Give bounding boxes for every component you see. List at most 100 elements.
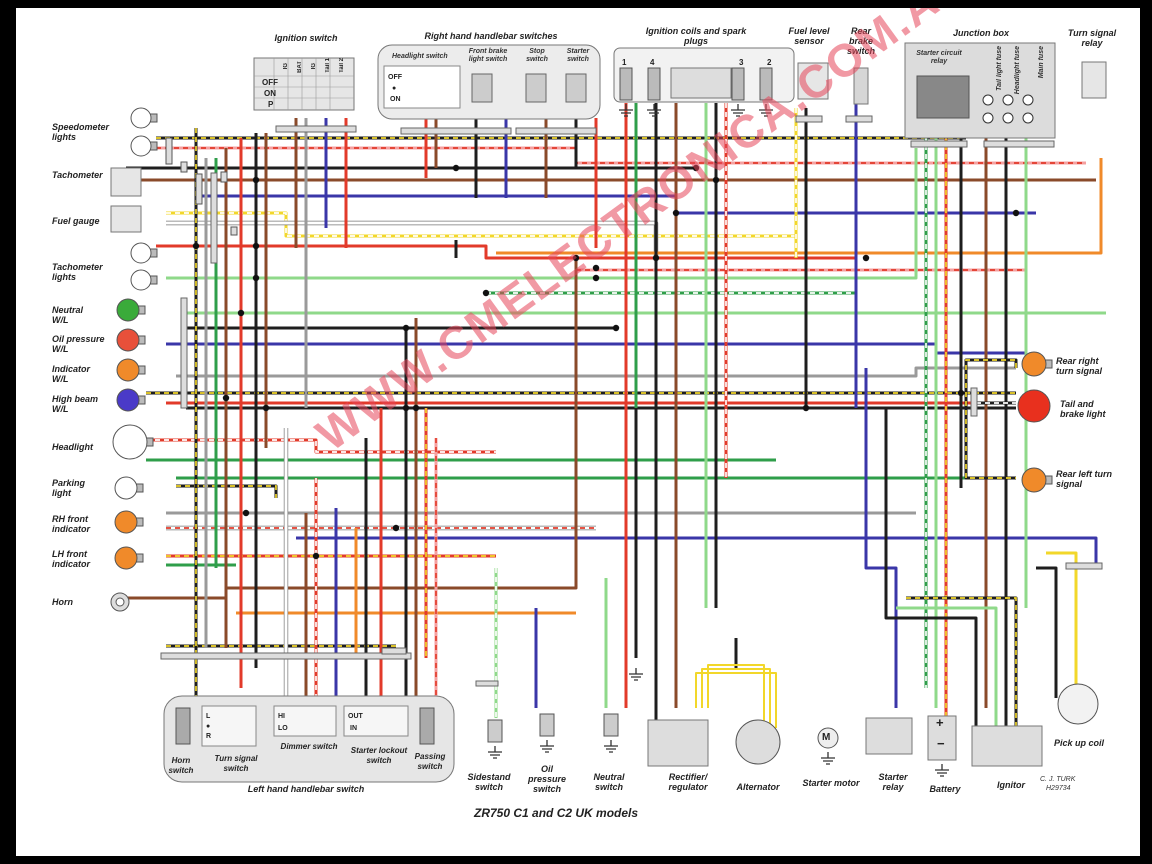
ignition-col-tail2: Tail 2 (339, 58, 345, 73)
ground-symbol (731, 104, 745, 117)
connector-small-1 (180, 161, 188, 173)
ignition-state-p: P (268, 100, 274, 109)
label-headlight: Headlight (52, 442, 94, 452)
coil-number-3: 3 (739, 58, 744, 67)
high-beam-bulb (116, 388, 140, 412)
junction-dot (242, 509, 250, 517)
junction-dot (402, 324, 410, 332)
label-tachometer-lights: Tachometer lights (52, 262, 103, 282)
junction-dot (452, 164, 460, 172)
label-sidestand-switch: Sidestand switch (467, 772, 511, 792)
label-oil-pressure-wl: Oil pressure W/L (52, 334, 105, 354)
ignition-state-on: ON (264, 89, 276, 98)
battery-plus: + (936, 715, 944, 730)
wire-lgreen-top (166, 148, 918, 280)
front-brake-switch-body (471, 73, 493, 103)
connector-small-0 (165, 137, 173, 165)
label-horn-switch: Horn switch (168, 756, 194, 775)
turn-signal-switch-grid (201, 705, 257, 747)
connector-small-2 (195, 173, 203, 205)
ignition-col-tail1: Tail 1 (325, 58, 331, 73)
indicator-bulb (116, 358, 140, 382)
rear-left-turn-bulb (1021, 467, 1047, 493)
tail-brake-bulb (1017, 389, 1051, 423)
label-dimmer-switch: Dimmer switch (280, 742, 338, 751)
coil-number-2: 2 (767, 58, 772, 67)
turn-state-mid: ● (206, 723, 211, 730)
ignition-col-ig1: IG (283, 63, 289, 70)
left-vertical-connector (180, 297, 188, 409)
junction-dot (652, 254, 660, 262)
junction-dot (592, 264, 600, 272)
label-starter-lockout-switch: Starter lockout switch (350, 746, 408, 765)
turn-signal-relay-box (1081, 61, 1107, 99)
fuse-terminal-1 (1002, 94, 1014, 106)
junction-dot (222, 394, 230, 402)
label-rear-right-turn: Rear right turn signal (1056, 356, 1103, 376)
connector-small-4 (230, 226, 238, 236)
wire-red-mid (156, 244, 856, 260)
lockout-state-in: IN (350, 725, 357, 732)
ignition-connector (275, 125, 357, 133)
label-high-beam-wl: High beam W/L (52, 394, 99, 414)
wiring-svg (110, 42, 1107, 783)
coil-number-4: 4 (650, 58, 655, 67)
wire-red-white-head (146, 438, 496, 454)
headlight-fuse-label: Headlight fuse (1014, 46, 1021, 95)
label-horn: Horn (52, 597, 73, 607)
label-rectifier-regulator: Rectifier/ regulator (668, 772, 708, 792)
connector-small-3 (220, 171, 228, 183)
wire-rear-turn-link (964, 358, 1018, 480)
wire-orange-relay (496, 158, 1103, 255)
stop-switch-label: Stop switch (526, 48, 548, 63)
front-brake-switch-label: Front brake light switch (468, 48, 508, 63)
motor-symbol: M (822, 732, 831, 743)
label-indicator-wl: Indicator W/L (52, 364, 91, 384)
ground-symbol (647, 104, 661, 117)
ground-symbol (821, 752, 835, 765)
passing-switch-body (419, 707, 435, 745)
left-vertical-connector-b (210, 172, 218, 264)
stop-switch-body (525, 73, 547, 103)
ground-symbol (759, 104, 773, 117)
starter-relay-box (865, 717, 913, 755)
pickup-connector (1065, 562, 1103, 570)
junction-connector-b (983, 140, 1055, 148)
wire-by-ign-stripe (906, 597, 1017, 728)
main-fuse-label: Main fuse (1038, 46, 1045, 79)
rear-brake-title: Rear brake switch (846, 26, 875, 56)
diagram-caption: ZR750 C1 and C2 UK models (474, 806, 639, 820)
dimmer-switch-grid (273, 705, 337, 737)
junction-dot (482, 289, 490, 297)
rh-connector-b (515, 127, 597, 135)
rectifier-regulator-box (647, 719, 709, 767)
fuel-level-sensor-box (797, 62, 829, 100)
wire-alternator-2 (707, 664, 765, 728)
turn-state-l: L (206, 713, 211, 720)
wire-bk-y-park-stripe (176, 485, 277, 498)
rh-switches-title: Right hand handlebar switches (424, 31, 558, 41)
junction-dot (592, 274, 600, 282)
wire-blue-oil (166, 342, 1026, 355)
label-turn-signal-switch: Turn signal switch (214, 754, 258, 773)
battery-minus: − (937, 736, 945, 751)
starter-circuit-relay-box (916, 75, 970, 119)
junction-dot (252, 176, 260, 184)
label-neutral-wl: Neutral W/L (52, 305, 84, 325)
label-starter-relay: Starter relay (878, 772, 908, 792)
rear-brake-switch-body (853, 67, 869, 105)
junction-dot (237, 309, 245, 317)
headlight-switch-label: Headlight switch (392, 53, 448, 60)
fuel-connector (795, 115, 823, 123)
junction-dot (412, 404, 420, 412)
junction-dot (692, 164, 700, 172)
junction-dot (402, 404, 410, 412)
junction-dot (572, 254, 580, 262)
junction-dot (802, 404, 810, 412)
ignitor-box (971, 725, 1043, 767)
pickup-coil (1057, 683, 1099, 725)
ground-symbol (935, 764, 949, 777)
fuse-terminal-2 (1022, 94, 1034, 106)
headlight-bulb (112, 424, 148, 460)
label-lh-front-indicator: LH front indicator (52, 549, 91, 569)
